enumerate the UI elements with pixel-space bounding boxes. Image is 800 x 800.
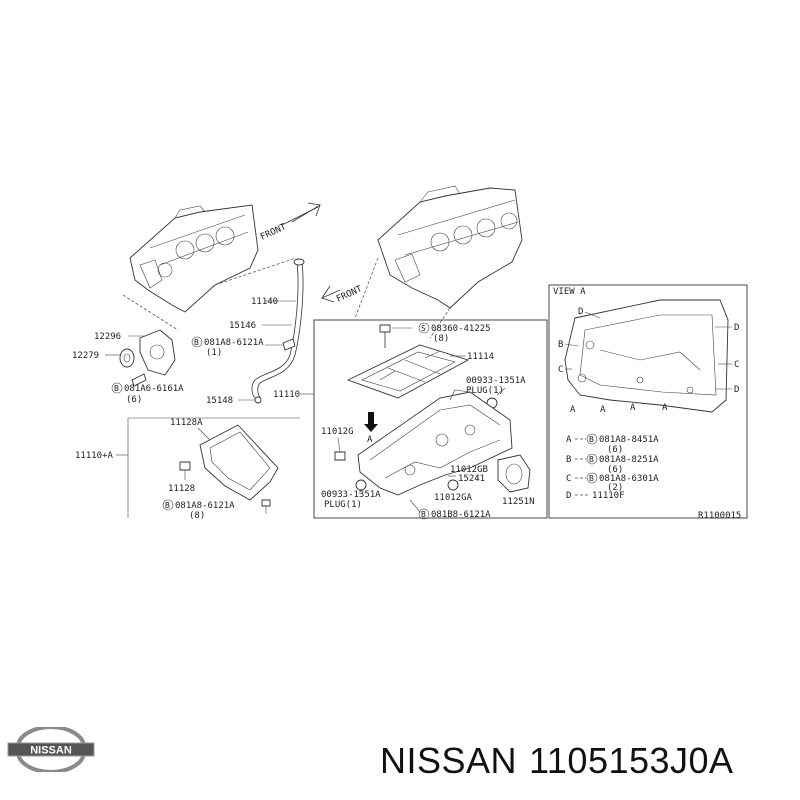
label-11110-plus-A: 11110+A <box>75 451 114 461</box>
legend-qty-b: (6) <box>607 465 623 475</box>
label-15146: 15146 <box>229 321 256 331</box>
marker-d-top: D <box>578 307 583 317</box>
circle-letter-b-2: B <box>194 338 199 347</box>
oil-pan-upper <box>357 389 513 496</box>
label-11114: 11114 <box>467 352 494 362</box>
marker-c2: C <box>558 365 563 375</box>
label-00933-1351A-left: 00933-1351A <box>321 490 381 500</box>
reference-code: R1100015 <box>698 511 741 521</box>
label-081A8-6121A-bottom: 081A8-6121A <box>175 501 235 511</box>
lower-pan-frame <box>127 417 300 518</box>
legend-code-a: 081A8-8451A <box>599 435 659 445</box>
label-11251N: 11251N <box>502 497 535 507</box>
legend-key-c: C <box>566 474 571 484</box>
marker-a1: A <box>570 405 576 415</box>
label-11128: 11128 <box>168 484 195 494</box>
label-11012GA: 11012GA <box>434 493 473 503</box>
marker-a2: A <box>600 405 606 415</box>
title-part-number: 1105153J0A <box>529 740 734 781</box>
marker-b: B <box>558 340 563 350</box>
label-081A6-6161A: 081A6-6161A <box>124 384 184 394</box>
label-081B8-6121A: 081B8-6121A <box>431 510 491 520</box>
label-plug-right: PLUG(1) <box>466 386 504 396</box>
legend-circle-c: B <box>589 474 594 483</box>
legend-qty-c: (2) <box>607 483 623 493</box>
arrow-a-label: A <box>367 435 373 445</box>
label-12279: 12279 <box>72 351 99 361</box>
label-15148: 15148 <box>206 396 233 406</box>
view-a-arrow: A <box>364 412 378 445</box>
legend-circle-a: B <box>589 435 594 444</box>
label-11128A: 11128A <box>170 418 203 428</box>
legend: A B 081A8-8451A (6) B B 081A8-8251A (6) … <box>566 433 659 501</box>
label-11110: 11110 <box>273 390 300 400</box>
circle-letter-b-3: B <box>421 510 426 519</box>
legend-circle-b: B <box>589 455 594 464</box>
legend-key-b: B <box>566 455 571 465</box>
circle-letter-s: S <box>421 324 426 333</box>
marker-c1: C <box>734 360 739 370</box>
logo-text: NISSAN <box>30 745 72 757</box>
legend-key-a: A <box>566 435 572 445</box>
front-cover-seal <box>119 329 176 387</box>
marker-a3: A <box>630 403 636 413</box>
title-brand: NISSAN <box>380 740 518 781</box>
legend-code-d: 11110F <box>592 491 625 501</box>
legend-code-b: 081A8-8251A <box>599 455 659 465</box>
label-12296: 12296 <box>94 332 121 342</box>
label-08360-41225-qty: (8) <box>433 334 449 344</box>
front-label-left: FRONT <box>259 222 288 243</box>
oil-pan-lower <box>199 424 279 501</box>
circle-letter-b-1: B <box>114 384 119 393</box>
label-081A6-6161A-qty: (6) <box>126 395 142 405</box>
engine-block-right <box>377 185 523 309</box>
front-arrow-right: FRONT <box>320 284 364 305</box>
view-a-pan-outline <box>564 299 729 413</box>
label-11012G: 11012G <box>321 427 354 437</box>
legend-code-c: 081A8-6301A <box>599 474 659 484</box>
label-11012GB: 11012GB <box>450 465 488 475</box>
label-00933-1351A-right: 00933-1351A <box>466 376 526 386</box>
circle-letter-b-4: B <box>165 501 170 510</box>
marker-d-right1: D <box>734 323 739 333</box>
baffle-plate <box>346 344 470 399</box>
label-081A8-6121A-top-qty: (1) <box>206 348 222 358</box>
legend-qty-a: (6) <box>607 445 623 455</box>
label-11140: 11140 <box>251 297 278 307</box>
nissan-logo: NISSAN <box>7 727 95 772</box>
label-081A8-6121A-top: 081A8-6121A <box>204 338 264 348</box>
oil-pan-assembly-frame <box>313 319 548 519</box>
view-a-frame <box>548 284 748 519</box>
label-081A8-6121A-bottom-qty: (8) <box>189 511 205 521</box>
filter-bracket <box>497 454 531 493</box>
marker-d-right2: D <box>734 385 739 395</box>
label-08360-41225: 08360-41225 <box>431 324 491 334</box>
oil-dipstick-tube <box>251 258 305 404</box>
engine-block-left <box>129 204 259 313</box>
part-title: NISSAN 1105153J0A <box>380 740 746 782</box>
front-arrow-left: FRONT <box>259 202 321 243</box>
label-plug-left: PLUG(1) <box>324 500 362 510</box>
view-a-title: VIEW A <box>553 287 586 297</box>
front-label-right: FRONT <box>335 284 364 305</box>
label-15241: 15241 <box>458 474 485 484</box>
marker-a4: A <box>662 403 668 413</box>
legend-key-d: D <box>566 491 571 501</box>
